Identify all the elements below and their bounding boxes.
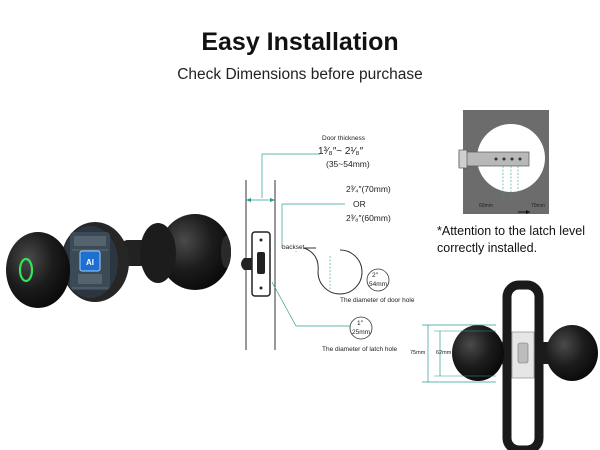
smart-knob-exploded: AI [6, 214, 231, 308]
installed-height-outer: 75mm [410, 350, 426, 356]
door-thickness-label: Door thickness [322, 135, 365, 142]
backset-or: OR [353, 199, 366, 209]
latch-hole-mm: 25mm [352, 329, 371, 336]
installed-height-inner: 62mm [436, 350, 452, 356]
door-hole-diagram [303, 247, 390, 340]
latch-hole-inches: 1″ [357, 320, 363, 327]
backset-label: backset [282, 244, 305, 251]
door-thickness-range: 1³⁄₈″~ 2¹⁄₈″ [318, 146, 364, 157]
latch-level-detail [458, 110, 549, 214]
latch-attention-note: *Attention to the latch level correctly … [437, 224, 586, 255]
latch-hole-caption: The diameter of latch hole [322, 346, 398, 353]
installed-lock-photo [422, 280, 598, 450]
latch-detail-right-mm: 70mm [531, 203, 545, 209]
inner-knob [159, 214, 231, 290]
svg-text:AI: AI [86, 258, 94, 267]
door-thickness-metric: (35~54mm) [326, 159, 370, 169]
door-edge-diagram [241, 153, 350, 350]
backset-option-1: 2³⁄₄″(70mm) [346, 184, 391, 194]
latch-hole-size-badge [349, 316, 373, 340]
ai-chip [79, 250, 101, 272]
backset-option-2: 2³⁄₈″(60mm) [346, 213, 391, 223]
page-subtitle: Check Dimensions before purchase [177, 66, 423, 83]
latch-detail-left-mm: 60mm [479, 203, 493, 209]
door-hole-caption: The diameter of door hole [340, 297, 415, 304]
door-hole-mm: 54mm [369, 281, 388, 288]
page-title: Easy Installation [201, 28, 399, 56]
door-hole-inches: 2″ [372, 272, 378, 279]
fingerprint-indicator-icon [18, 257, 34, 283]
installed-inner-knob [546, 325, 598, 381]
outer-knob [6, 232, 70, 308]
latch-tail [241, 258, 252, 270]
latch-bolt [257, 252, 265, 274]
door-hole-size-badge [366, 268, 390, 292]
door-slab [502, 280, 544, 450]
installed-outer-knob [452, 325, 504, 381]
